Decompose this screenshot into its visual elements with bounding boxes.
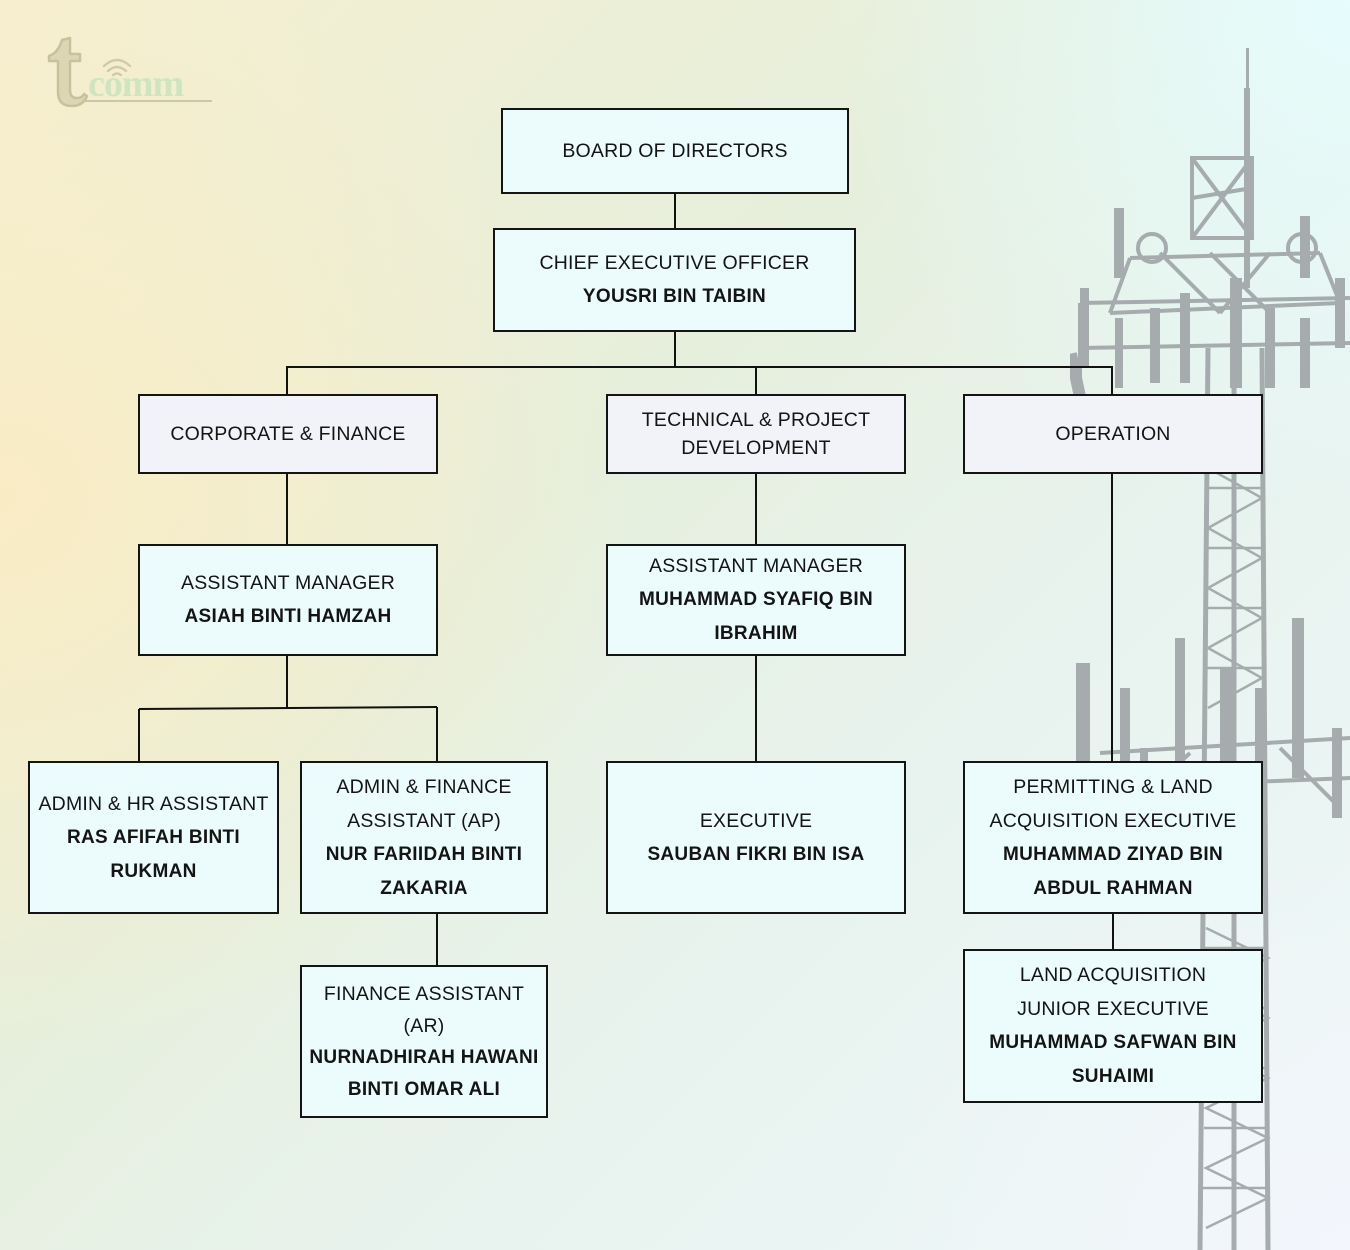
logo-letter-t-shape [47, 36, 89, 108]
role-title-line: ACQUISITION EXECUTIVE [989, 809, 1237, 832]
logo-wordmark: comm [88, 63, 184, 105]
tcomm-logo: comm [44, 36, 216, 108]
person-name: YOUSRI BIN TAIBIN [582, 286, 767, 307]
person-name-line: SUHAIMI [1071, 1066, 1155, 1087]
role-title-line: (AR) [403, 1014, 445, 1037]
department-operation-box: OPERATION [963, 394, 1263, 474]
role-title-line: LAND ACQUISITION [1019, 964, 1207, 986]
technical-executive-box: EXECUTIVE SAUBAN FIKRI BIN ISA [606, 761, 906, 914]
connector-corporate-staff-bar [138, 706, 438, 710]
person-name-line: BINTI OMAR ALI [347, 1078, 501, 1100]
role-title-line: PERMITTING & LAND [1013, 775, 1213, 798]
role-title-line: FINANCE ASSISTANT [323, 982, 525, 1005]
person-name-line: RAS AFIFAH BINTI [67, 826, 240, 848]
department-title-line: DEVELOPMENT [681, 437, 831, 459]
department-corporate-finance-box: CORPORATE & FINANCE [138, 394, 438, 474]
finance-assistant-ar-box: FINANCE ASSISTANT (AR) NURNADHIRAH HAWAN… [300, 965, 548, 1118]
board-of-directors-box: BOARD OF DIRECTORS [501, 108, 849, 194]
person-name-line: MUHAMMAD SYAFIQ BIN [638, 589, 874, 610]
department-title-line: TECHNICAL & PROJECT [641, 409, 871, 431]
role-title: ASSISTANT MANAGER [181, 572, 395, 594]
role-title: EXECUTIVE [699, 809, 813, 832]
person-name-line: ABDUL RAHMAN [1033, 877, 1193, 899]
person-name: SAUBAN FIKRI BIN ISA [647, 843, 865, 865]
role-title-line: ADMIN & FINANCE [336, 775, 512, 798]
permitting-land-acquisition-executive-box: PERMITTING & LAND ACQUISITION EXECUTIVE … [963, 761, 1263, 914]
person-name-line: RUKMAN [110, 860, 197, 882]
assistant-manager-technical-box: ASSISTANT MANAGER MUHAMMAD SYAFIQ BIN IB… [606, 544, 906, 656]
person-name-line: MUHAMMAD SAFWAN BIN [989, 1032, 1237, 1053]
department-title: OPERATION [1055, 423, 1171, 445]
role-title: ASSISTANT MANAGER [649, 555, 863, 577]
wifi-signal-icon [102, 58, 132, 77]
role-title: CHIEF EXECUTIVE OFFICER [539, 252, 810, 274]
role-title: ADMIN & HR ASSISTANT [38, 792, 269, 815]
person-name: ASIAH BINTI HAMZAH [184, 606, 392, 627]
admin-finance-assistant-box: ADMIN & FINANCE ASSISTANT (AP) NUR FARII… [300, 761, 548, 914]
role-title-line: JUNIOR EXECUTIVE [1017, 998, 1209, 1020]
person-name-line: IBRAHIM [714, 623, 798, 644]
admin-hr-assistant-box: ADMIN & HR ASSISTANT RAS AFIFAH BINTI RU… [28, 761, 279, 914]
role-title-line: ASSISTANT (AP) [347, 809, 501, 832]
land-acquisition-junior-executive-box: LAND ACQUISITION JUNIOR EXECUTIVE MUHAMM… [963, 949, 1263, 1103]
role-title: BOARD OF DIRECTORS [562, 140, 788, 162]
ceo-box: CHIEF EXECUTIVE OFFICER YOUSRI BIN TAIBI… [493, 228, 856, 332]
tcomm-logo-graphic: comm [47, 36, 212, 108]
person-name-line: ZAKARIA [380, 877, 468, 899]
person-name-line: NUR FARIIDAH BINTI [325, 843, 523, 865]
department-title: CORPORATE & FINANCE [170, 423, 406, 445]
department-technical-project-box: TECHNICAL & PROJECT DEVELOPMENT [606, 394, 906, 474]
person-name-line: MUHAMMAD ZIYAD BIN [1002, 843, 1224, 865]
person-name-line: NURNADHIRAH HAWANI [309, 1046, 539, 1068]
assistant-manager-corporate-box: ASSISTANT MANAGER ASIAH BINTI HAMZAH [138, 544, 438, 656]
